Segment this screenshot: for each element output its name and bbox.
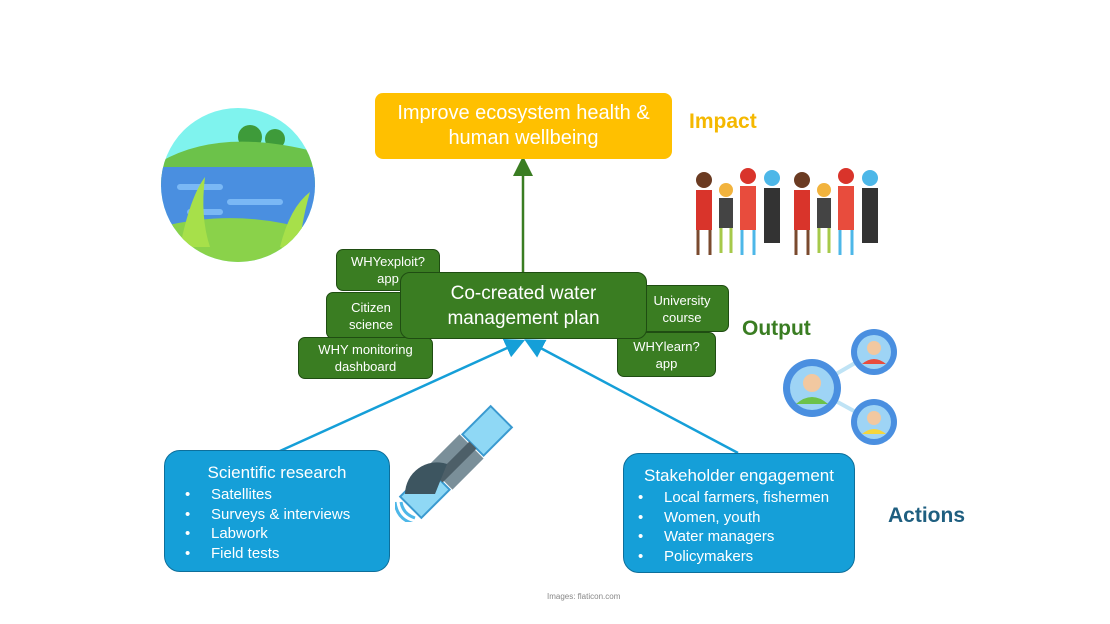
- list-item: Labwork: [185, 524, 389, 544]
- impact-box: Improve ecosystem health & human wellbei…: [375, 93, 672, 159]
- arrow-stakeholder-to-output: [524, 339, 739, 455]
- actions-label: Actions: [888, 504, 966, 527]
- list-item: Water managers: [638, 527, 854, 547]
- image-credit: Images: flaticon.com: [547, 592, 621, 601]
- output-item-whyexploit-app: WHYexploit? app: [336, 249, 440, 291]
- output-label: Output: [742, 317, 811, 340]
- stakeholder-engagement-box: Stakeholder engagement Local farmers, fi…: [623, 453, 855, 573]
- satellite-icon: [395, 404, 514, 522]
- list-item: Women, youth: [638, 508, 854, 528]
- list-item: Policymakers: [638, 547, 854, 567]
- impact-label: Impact: [689, 110, 757, 133]
- list-item: Satellites: [185, 485, 389, 505]
- ecosystem-globe-icon: [161, 108, 315, 262]
- network-users-icon: [783, 329, 897, 445]
- scientific-research-title: Scientific research: [207, 463, 347, 482]
- scientific-research-box: Scientific research Satellites Surveys &…: [164, 450, 390, 572]
- output-item-whylearn-app: WHYlearn? app: [617, 332, 716, 377]
- list-item: Local farmers, fishermen: [638, 488, 854, 508]
- arrow-science-to-output: [279, 339, 526, 453]
- stakeholder-engagement-title: Stakeholder engagement: [644, 466, 834, 485]
- people-icon: [696, 168, 878, 255]
- list-item: Surveys & interviews: [185, 505, 389, 525]
- output-main-box: Co-created water management plan: [400, 272, 647, 339]
- output-item-monitoring-dashboard: WHY monitoring dashboard: [298, 337, 433, 379]
- list-item: Field tests: [185, 544, 389, 564]
